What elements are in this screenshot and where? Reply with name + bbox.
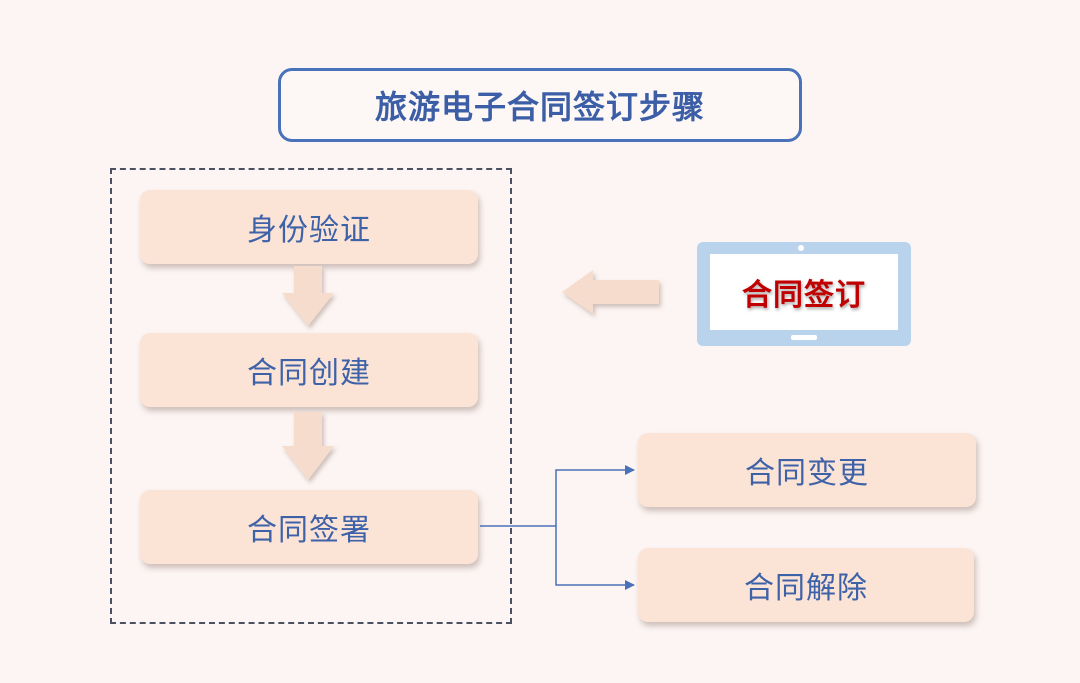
- left-arrow-icon: [562, 270, 659, 314]
- branch-connector-line: [555, 526, 635, 590]
- tablet-camera-icon: [798, 245, 804, 251]
- tablet-icon: 合同签订: [697, 242, 911, 346]
- step-identity-verification: 身份验证: [140, 190, 478, 264]
- tablet-home-button-icon: [791, 335, 817, 340]
- step-contract-signing: 合同签署: [140, 490, 478, 564]
- step-contract-creation: 合同创建: [140, 333, 478, 407]
- tablet-label: 合同签订: [742, 278, 866, 313]
- tablet-screen: 合同签订: [710, 254, 898, 330]
- diagram-title: 旅游电子合同签订步骤: [278, 68, 802, 142]
- signing-process-group: [110, 168, 512, 624]
- step-contract-termination: 合同解除: [638, 548, 974, 622]
- step-contract-change: 合同变更: [638, 433, 976, 507]
